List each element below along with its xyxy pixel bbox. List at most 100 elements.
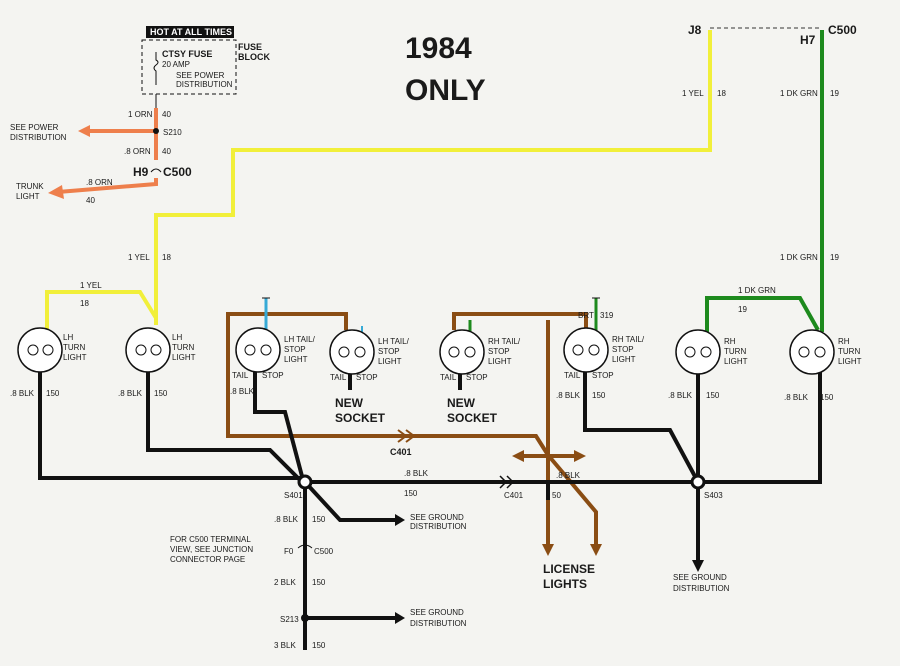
yel-left-label: 1 YEL [128,253,150,262]
c500-note-2: VIEW, SEE JUNCTION [170,545,253,554]
svg-text:LIGHT: LIGHT [488,357,512,366]
fuse-block-outline [141,39,237,95]
svg-text:STOP: STOP [488,347,510,356]
svg-text:TURN: TURN [63,343,85,352]
trunk-light-label: TRUNK [16,182,44,191]
svg-text:LIGHT: LIGHT [838,357,862,366]
gauge-3-label: 150 [312,641,326,650]
ground-s401-dist [303,480,395,522]
see-power-left: SEE POWER [10,123,59,132]
c500-left-label: C500 [163,165,192,179]
yel-branch-gauge: 18 [80,299,89,308]
orange-arrow-trunk [48,185,64,199]
c500-bottom-label: C500 [314,547,334,556]
grn-mid-gauge: 19 [830,253,839,262]
svg-text:LIGHT: LIGHT [378,357,402,366]
ground-bus-main [302,370,822,484]
see-ground-1b: DISTRIBUTION [410,522,467,531]
c401-label-lower: C401 [504,491,524,500]
s210-label: S210 [163,128,182,137]
orn-mid-gauge: 40 [162,147,171,156]
s210-splice [153,128,159,134]
blk-label-6: .8 BLK [784,393,809,402]
see-ground-2b: DISTRIBUTION [410,619,467,628]
svg-text:STOP: STOP [356,373,378,382]
grn-top-label: 1 DK GRN [780,89,818,98]
svg-text:STOP: STOP [466,373,488,382]
c500-right-label: C500 [828,23,857,37]
blk-label-5: .8 BLK [668,391,693,400]
orn-mid-label: .8 ORN [124,147,151,156]
orange-wire-trunk [57,178,158,194]
svg-text:LIGHT: LIGHT [724,357,748,366]
ground-lh-turn-2 [146,370,302,482]
lh-turn-1-label: LH [63,333,73,342]
new-socket-left-2: SOCKET [335,411,386,425]
license-lights-2: LIGHTS [543,577,587,591]
svg-text:LIGHT: LIGHT [612,355,636,364]
lh-turn-light-2 [125,327,171,373]
brown-wire-license-2 [546,453,598,545]
yel-left-gauge: 18 [162,253,171,262]
blk-label-4: .8 BLK [556,391,581,400]
s401-splice [297,474,313,490]
gauge-trunk-label: 150 [312,515,326,524]
gauge-label-5: 150 [706,391,720,400]
rh-turn-light-1 [675,329,721,375]
orn-top-gauge: 40 [162,110,171,119]
fuse-see-power-label: SEE POWER [176,71,225,80]
blk-license-gauge: 50 [552,491,561,500]
c500-note-3: CONNECTOR PAGE [170,555,245,564]
ground-lh-turn-1 [38,370,302,480]
title-year: 1984 [405,32,472,65]
see-ground-3: SEE GROUND [673,573,727,582]
lh-turn-light-1 [17,327,63,373]
lh-tail-stop-light-1 [235,327,281,373]
yellow-wire-main [154,30,712,325]
brown-wire-rh-top [452,312,588,330]
license-lights-1: LICENSE [543,562,595,576]
blk-3-label: 3 BLK [274,641,296,650]
svg-text:LIGHT: LIGHT [284,355,308,364]
svg-text:LIGHT: LIGHT [63,353,87,362]
rh-tail-1-label: RH TAIL/ [488,337,521,346]
see-ground-2: SEE GROUND [410,608,464,617]
brown-wire-lh-top [226,312,348,360]
lh-tail-1-label: LH TAIL/ [284,335,316,344]
orn-trunk-label: .8 ORN [86,178,113,187]
c401-connector [499,475,515,489]
see-ground-1: SEE GROUND [410,513,464,522]
brt-label: BRT [578,311,594,320]
svg-text:STOP: STOP [284,345,306,354]
gauge-label-1: 150 [46,389,60,398]
license-arrow-1 [542,544,554,556]
svg-text:LIGHT: LIGHT [172,353,196,362]
ground-lh-tail-1 [253,370,305,481]
ctsy-fuse-label: CTSY FUSE [162,49,212,59]
svg-text:TAIL: TAIL [330,373,347,382]
hot-at-all-times-label: HOT AT ALL TIMES [150,27,232,37]
grn-top-gauge: 19 [830,89,839,98]
ground-arrow-1 [395,514,405,526]
fuse-amp-label: 20 AMP [162,60,190,69]
gauge-2-label: 150 [312,578,326,587]
yel-branch-label: 1 YEL [80,281,102,290]
ground-rh-tail-2 [583,370,700,483]
rh-tail-stop-light-1 [439,329,485,375]
fuse-symbol [153,52,159,85]
new-socket-right-2: SOCKET [447,411,498,425]
blk-label-3: .8 BLK [230,387,255,396]
j8-label: J8 [688,23,702,37]
h7-label: H7 [800,33,816,47]
new-socket-left-1: NEW [335,396,364,410]
c500-note-1: FOR C500 TERMINAL [170,535,251,544]
gauge-label-6: 150 [820,393,834,402]
yel-right-label: 1 YEL [682,89,704,98]
blk-trunk-label: .8 BLK [274,515,299,524]
gauge-label-4: 150 [592,391,606,400]
c500-connector-left [150,168,162,173]
s213-splice [301,614,309,622]
yel-right-gauge: 18 [717,89,726,98]
brown-wire-c401 [226,360,550,457]
yellow-wire-lh-turn [45,290,158,330]
